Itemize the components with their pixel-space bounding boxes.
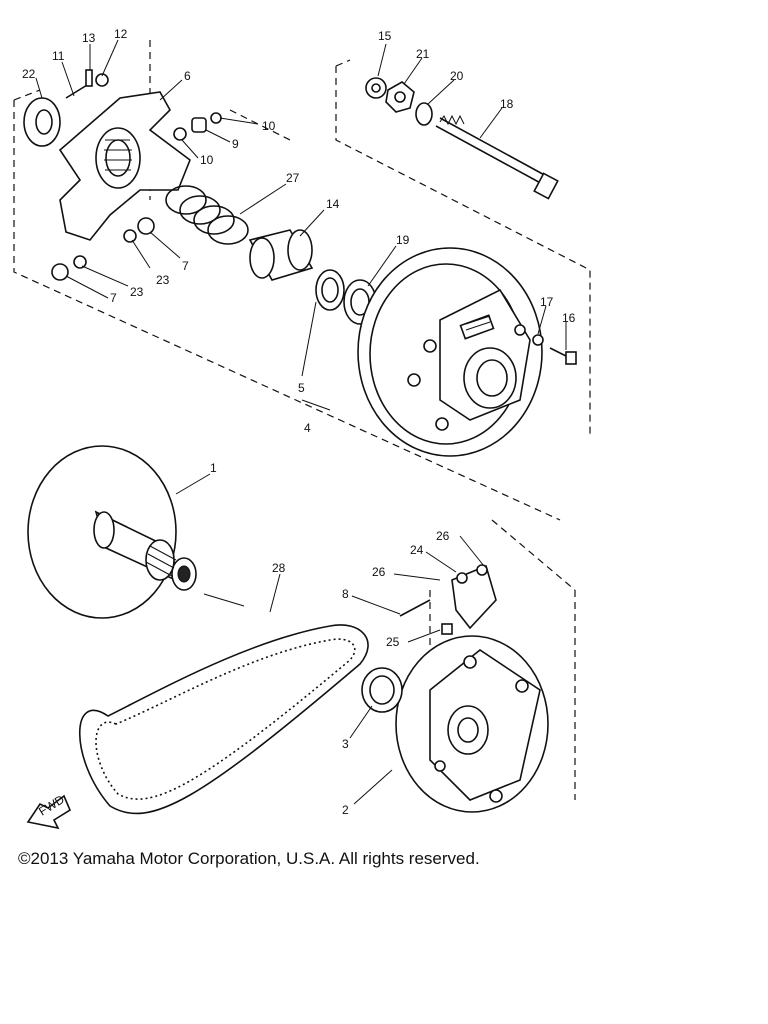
leader-lines bbox=[35, 39, 567, 805]
part-label-25: 25 bbox=[386, 635, 400, 649]
part-label-11: 11 bbox=[52, 49, 65, 63]
part-label-14: 14 bbox=[326, 197, 340, 211]
forward-direction-arrow: FWD bbox=[26, 792, 72, 830]
part-label-17: 17 bbox=[540, 295, 554, 309]
part-label-23-lower: 23 bbox=[130, 285, 144, 299]
part-label-6: 6 bbox=[184, 69, 191, 83]
part-label-18: 18 bbox=[500, 97, 514, 111]
part-label-5: 5 bbox=[298, 381, 305, 395]
part-label-21: 21 bbox=[416, 47, 430, 61]
part-label-22: 22 bbox=[22, 67, 36, 81]
part-label-8: 8 bbox=[342, 587, 349, 601]
part-label-19: 19 bbox=[396, 233, 410, 247]
clutch-cover bbox=[357, 247, 577, 457]
part-label-13: 13 bbox=[82, 31, 96, 45]
part-label-7-upper: 7 bbox=[182, 259, 189, 273]
spider-assembly bbox=[23, 69, 377, 325]
drive-belt bbox=[78, 624, 369, 815]
copyright-notice: ©2013 Yamaha Motor Corporation, U.S.A. A… bbox=[18, 849, 480, 868]
part-label-7-lower: 7 bbox=[110, 291, 117, 305]
movable-sheave bbox=[27, 445, 197, 619]
secondary-sheave bbox=[361, 564, 549, 813]
part-label-26-right: 26 bbox=[436, 529, 450, 543]
part-label-9: 9 bbox=[232, 137, 239, 151]
part-label-3: 3 bbox=[342, 737, 349, 751]
part-label-23-upper: 23 bbox=[156, 273, 170, 287]
exploded-parts-diagram: FWD 22 bbox=[13, 27, 591, 830]
part-label-27: 27 bbox=[286, 171, 300, 185]
part-label-2: 2 bbox=[342, 803, 349, 817]
part-label-16: 16 bbox=[562, 311, 576, 325]
part-label-28: 28 bbox=[272, 561, 286, 575]
part-number-labels: 22 11 13 12 6 10 9 10 27 14 19 7 23 23 7… bbox=[22, 27, 576, 817]
part-label-10-lower: 10 bbox=[200, 153, 214, 167]
assembly-outlines bbox=[13, 40, 591, 800]
part-label-20: 20 bbox=[450, 69, 464, 83]
part-label-1: 1 bbox=[210, 461, 217, 475]
part-label-10-upper: 10 bbox=[262, 119, 276, 133]
part-label-15: 15 bbox=[378, 29, 392, 43]
center-bolt-stack bbox=[365, 77, 559, 200]
part-label-4: 4 bbox=[304, 421, 311, 435]
part-label-12: 12 bbox=[114, 27, 128, 41]
part-label-26-left: 26 bbox=[372, 565, 386, 579]
part-label-24: 24 bbox=[410, 543, 424, 557]
